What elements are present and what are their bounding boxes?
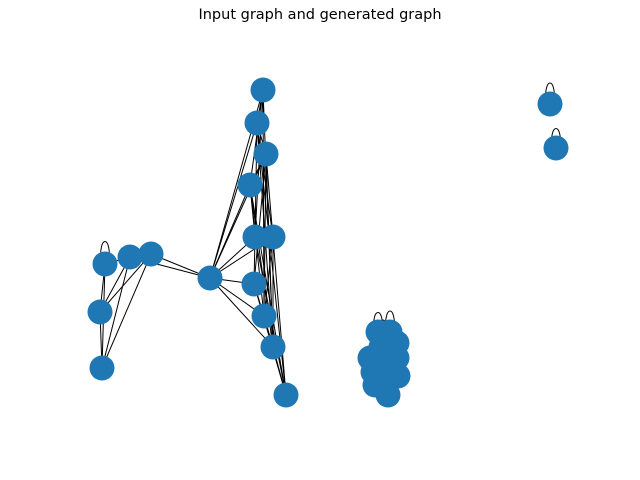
- graph-node: [273, 382, 299, 408]
- graph-node: [244, 110, 270, 136]
- graph-node: [138, 241, 164, 267]
- graph-node: [260, 224, 286, 250]
- graph-node: [375, 382, 401, 408]
- graph-node: [378, 338, 404, 364]
- graph-node: [250, 77, 276, 103]
- graph-edge: [209, 184, 251, 279]
- graph-node: [251, 303, 277, 329]
- node-layer: [87, 77, 569, 408]
- graph-node: [543, 135, 569, 161]
- graph-node: [87, 299, 113, 325]
- graph-node: [367, 363, 393, 389]
- graph-node: [117, 244, 143, 270]
- graph-node: [260, 334, 286, 360]
- graph-node: [253, 141, 279, 167]
- graph-edge: [256, 122, 274, 238]
- edge-layer: [99, 82, 561, 396]
- graph-node: [385, 363, 411, 389]
- graph-edge: [101, 253, 152, 369]
- graph-edge: [249, 184, 265, 317]
- graph-edge: [209, 277, 274, 348]
- graph-node: [237, 172, 263, 198]
- graph-node: [92, 251, 118, 277]
- graph-node: [197, 265, 223, 291]
- figure-title: Input graph and generated graph: [198, 7, 442, 23]
- graph-edge: [209, 122, 258, 279]
- graph-node: [241, 271, 267, 297]
- graph-node: [89, 355, 115, 381]
- graph-edge: [101, 256, 131, 369]
- graph-edge: [249, 184, 287, 396]
- graph-edge: [253, 153, 267, 285]
- graph-node: [537, 91, 563, 117]
- graph-edge: [99, 253, 152, 313]
- graph-edge: [263, 236, 274, 317]
- graph-node: [242, 224, 268, 250]
